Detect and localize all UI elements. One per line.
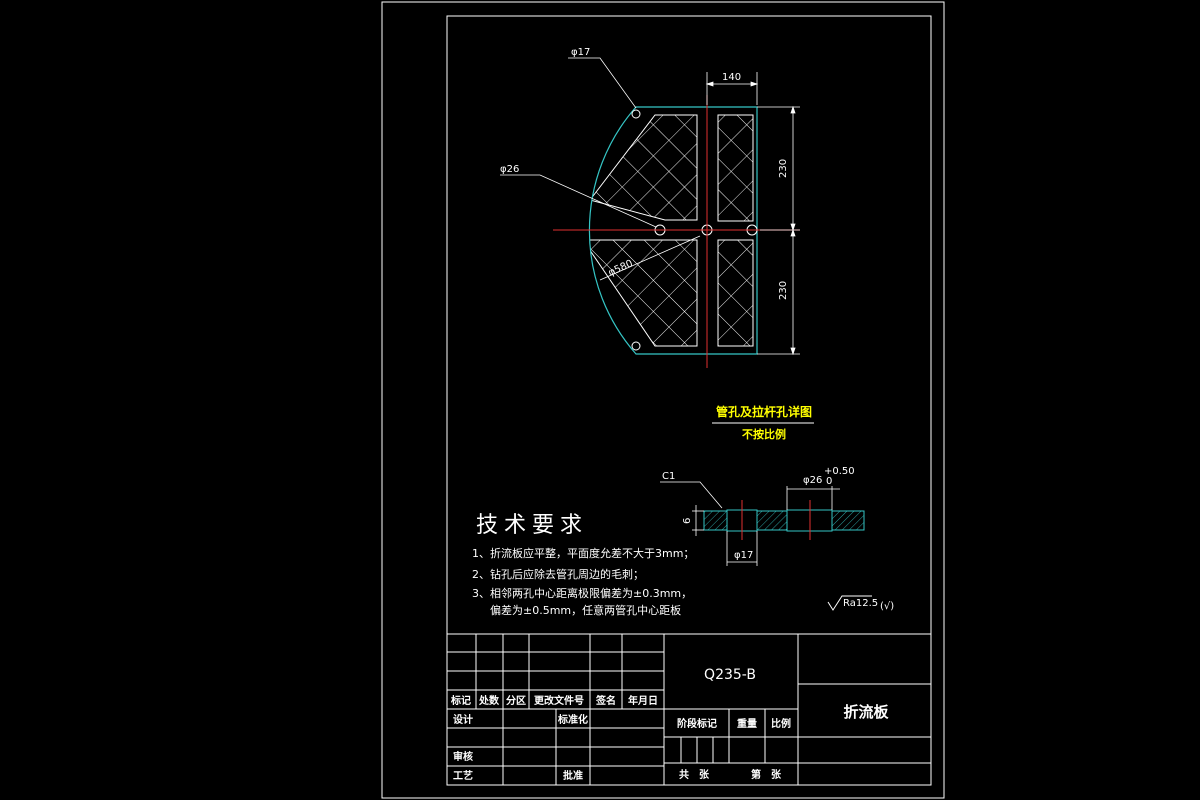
dim-tolerance-upper-label: +0.50 xyxy=(824,466,855,477)
baffle-plate-view: φ17 φ26 φ580 140 230 230 xyxy=(500,47,800,368)
dim-width-top-label: 140 xyxy=(722,72,741,83)
dim-height-upper-label: 230 xyxy=(778,159,789,178)
tb-standardization-label: 标准化 xyxy=(557,713,588,726)
rev-header-zone: 分区 xyxy=(506,694,526,707)
tech-requirement-2: 2、钻孔后应除去管孔周边的毛刺； xyxy=(472,567,644,581)
dim-height-lower-label: 230 xyxy=(778,281,789,300)
plate-outline xyxy=(588,106,758,355)
tb-sheet-no-label: 第 张 xyxy=(751,768,782,781)
detail-caption-subtitle: 不按比例 xyxy=(742,427,786,441)
tie-rod-hole-bottom xyxy=(631,341,641,351)
tb-total-sheets-label: 共 张 xyxy=(679,768,710,781)
tech-requirements-heading: 技术要求 xyxy=(476,513,588,538)
material-label: Q235-B xyxy=(704,667,756,683)
tech-requirement-1: 1、折流板应平整，平面度允差不大于3mm； xyxy=(472,546,694,560)
rev-header-mark: 标记 xyxy=(450,694,471,707)
tb-stage-mark-label: 阶段标记 xyxy=(677,717,717,730)
dimension-lines xyxy=(500,57,800,356)
rev-header-doc: 更改文件号 xyxy=(534,694,584,707)
rev-header-sign: 签名 xyxy=(595,694,616,707)
tb-review-label: 审核 xyxy=(453,750,473,763)
dim-hole-small-label: φ17 xyxy=(571,47,590,58)
revision-header-row: 标记 处数 分区 更改文件号 签名 年月日 xyxy=(450,694,658,707)
section-detail xyxy=(660,481,865,566)
tech-requirement-3: 3、相邻两孔中心距离极限偏差为±0.3mm， xyxy=(472,586,692,600)
dim-chamfer-label: C1 xyxy=(662,471,675,482)
tube-bundle-hatch xyxy=(589,114,754,347)
dim-section-hole-top-label: φ26 xyxy=(803,475,822,486)
tb-approve-label: 批准 xyxy=(563,769,583,782)
roughness-value: Ra12.5 xyxy=(843,598,878,609)
tie-rod-hole-top xyxy=(631,109,641,119)
roughness-symbol xyxy=(827,595,872,611)
dim-hole-tube-label: φ26 xyxy=(500,164,519,175)
detail-caption-title: 管孔及拉杆孔详图 xyxy=(716,404,812,419)
tb-scale-label: 比例 xyxy=(771,717,791,730)
tb-process-label: 工艺 xyxy=(453,769,473,782)
dim-thickness-label: 6 xyxy=(682,518,693,524)
title-block-grid xyxy=(446,633,932,786)
drawing-title: 折流板 xyxy=(843,703,889,721)
rev-header-date: 年月日 xyxy=(628,694,658,707)
dim-tolerance-lower-label: 0 xyxy=(826,476,832,487)
tb-design-label: 设计 xyxy=(453,713,473,726)
tech-requirement-4: 偏差为±0.5mm，任意两管孔中心距板 xyxy=(490,603,681,617)
roughness-other: (√) xyxy=(880,601,894,612)
outer-border xyxy=(381,1,945,799)
rev-header-count: 处数 xyxy=(478,694,500,707)
dim-section-hole-bottom-label: φ17 xyxy=(734,550,753,561)
tb-weight-label: 重量 xyxy=(737,717,757,730)
